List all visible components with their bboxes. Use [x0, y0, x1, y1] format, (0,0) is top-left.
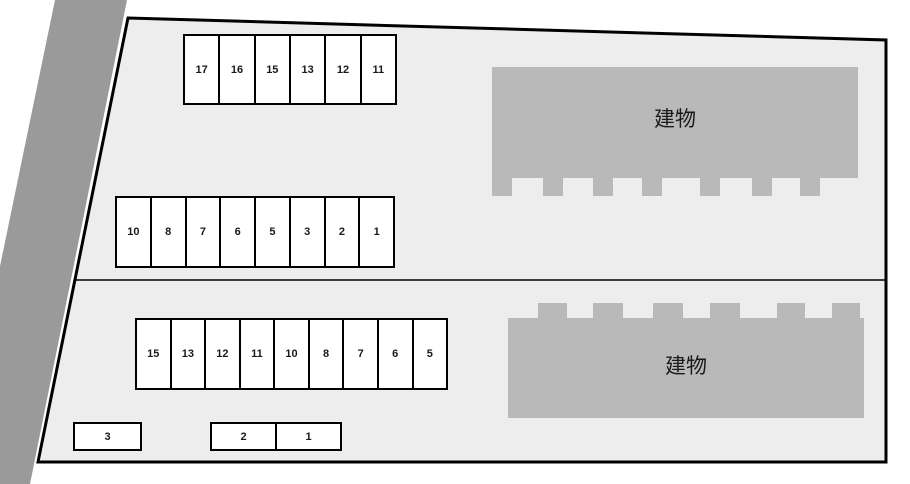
parking-space: 10 [117, 198, 150, 266]
lower-building-shape [508, 303, 864, 418]
parking-stall-single: 3 [73, 422, 142, 451]
road-shape [0, 0, 127, 484]
parking-space: 13 [169, 320, 205, 388]
parking-space: 17 [185, 36, 219, 103]
parking-space: 1 [358, 198, 393, 266]
parking-space: 7 [184, 198, 220, 266]
parking-space: 12 [324, 36, 360, 103]
parking-space: 2 [212, 424, 275, 449]
parking-space: 13 [288, 36, 325, 103]
parking-space: 11 [359, 36, 395, 103]
lower-building-label: 建物 [665, 355, 707, 378]
upper-building-label: 建物 [654, 108, 696, 131]
upper-building-shape [492, 67, 858, 196]
parking-space: 6 [376, 320, 412, 388]
parking-space: 8 [149, 198, 185, 266]
parking-space: 5 [411, 320, 447, 388]
parking-space: 15 [137, 320, 170, 388]
parking-space: 3 [288, 198, 324, 266]
parking-space: 2 [323, 198, 359, 266]
parking-space: 8 [307, 320, 343, 388]
parking-space: 11 [238, 320, 274, 388]
parking-space: 3 [75, 424, 140, 449]
parking-space: 16 [218, 36, 254, 103]
parking-space: 6 [219, 198, 254, 266]
parking-space: 5 [254, 198, 289, 266]
parking-space: 10 [273, 320, 308, 388]
parking-space: 7 [342, 320, 377, 388]
parking-space: 15 [253, 36, 289, 103]
parking-space: 12 [204, 320, 239, 388]
parking-space: 1 [275, 424, 340, 449]
